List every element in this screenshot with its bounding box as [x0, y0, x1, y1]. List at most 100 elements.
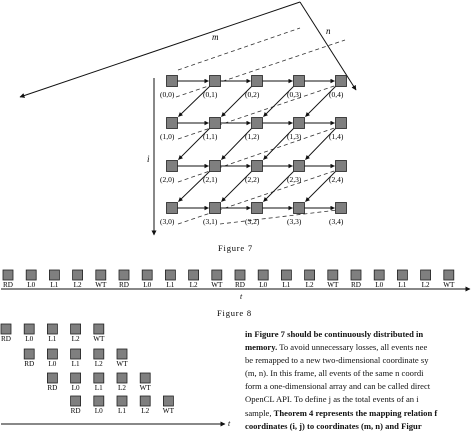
event-label: RD — [71, 407, 81, 415]
grid-node — [293, 75, 305, 87]
event-label: L1 — [50, 281, 58, 289]
event-label: L0 — [48, 360, 56, 368]
event-label: RD — [47, 384, 57, 392]
grid-arrow — [263, 171, 294, 202]
grid-arrow — [305, 128, 336, 160]
grid-arrow — [178, 128, 210, 160]
grid-node — [209, 160, 221, 172]
event-label: WT — [327, 281, 339, 289]
event-label: L1 — [72, 360, 80, 368]
dashed-guide — [177, 27, 301, 71]
dashed-guide — [177, 81, 347, 140]
event-box — [304, 269, 316, 281]
event-box — [280, 269, 292, 281]
text-line-1: in Figure 7 should be continuously distr… — [245, 329, 424, 339]
grid-node-label: (1,0) — [160, 132, 175, 141]
text-line-3: be remapped to a new two-dimensional coo… — [245, 355, 429, 366]
grid-arrow — [263, 86, 294, 117]
grid-node — [293, 160, 305, 172]
event-box — [116, 348, 128, 360]
grid-node — [166, 202, 178, 214]
event-box — [141, 269, 153, 281]
event-label: WT — [95, 281, 107, 289]
event-box — [72, 269, 83, 281]
event-box — [25, 269, 37, 281]
axis-m-arrow — [19, 1, 301, 98]
event-box — [93, 348, 105, 360]
event-box — [139, 372, 151, 384]
grid-arrow — [221, 128, 252, 160]
text-line-2-bold: memory. — [245, 342, 278, 353]
grid-node-label: (3,0) — [160, 217, 175, 226]
figure-7: m n i (0,0)(0,1)(0,2)(0,3)(0,4)(1,0)(1,1… — [19, 1, 357, 253]
event-label: L1 — [398, 281, 406, 289]
event-label: L2 — [74, 281, 82, 289]
text-line-7-pre: sample, — [245, 407, 274, 418]
grid-node — [166, 160, 178, 172]
grid-node — [251, 117, 263, 129]
grid-node-label: (0,1) — [203, 90, 218, 99]
grid-node-label: (1,2) — [245, 132, 260, 141]
event-box — [373, 269, 385, 281]
event-box — [257, 269, 269, 281]
event-box — [162, 395, 174, 407]
figure-7-caption: Figure 7 — [218, 243, 253, 253]
grid-node-label: (1,3) — [287, 132, 302, 141]
grid-node-label: (2,3) — [287, 175, 302, 184]
grid-node — [293, 117, 305, 129]
event-label: L0 — [375, 281, 383, 289]
event-label: L0 — [25, 335, 33, 343]
grid-node — [293, 202, 305, 214]
event-box — [116, 395, 128, 407]
grid-node — [335, 160, 347, 172]
grid-node-label: (2,4) — [329, 175, 344, 184]
event-box — [188, 269, 200, 281]
axis-m-label: m — [212, 32, 219, 42]
axis-n-label: n — [326, 26, 331, 36]
event-label: L2 — [95, 360, 103, 368]
grid-arrow — [263, 128, 294, 160]
event-label: L1 — [166, 281, 174, 289]
grid-node-label: (2,0) — [160, 175, 175, 184]
event-box — [396, 269, 408, 281]
event-label: L2 — [72, 335, 80, 343]
event-label: L1 — [48, 335, 56, 343]
axis-n-arrow — [299, 1, 357, 91]
event-label: L0 — [95, 407, 103, 415]
grid-arrow — [178, 86, 210, 117]
text-line-4: (m, n). In this frame, all events of the… — [245, 368, 424, 379]
grid-node — [251, 202, 263, 214]
event-label: L2 — [422, 281, 430, 289]
event-box — [0, 323, 12, 335]
grid-node — [251, 160, 263, 172]
dashed-guide — [177, 123, 347, 183]
event-box — [93, 395, 105, 407]
event-label: WT — [443, 281, 455, 289]
grid-node — [209, 117, 221, 129]
grid-node-label: (0,0) — [160, 90, 175, 99]
text-line-7-bold: Theorem 4 represents the mapping relatio… — [273, 407, 438, 418]
event-label: L2 — [190, 281, 198, 289]
event-label: RD — [235, 281, 245, 289]
event-box — [47, 372, 58, 384]
event-label: L2 — [118, 384, 126, 392]
text-line-2: To avoid unnecessary losses, all events … — [277, 342, 428, 353]
text-line-8: coordinates (i, j) to coordinates (m, n)… — [245, 420, 422, 431]
event-label: RD — [3, 281, 13, 289]
grid-node-label: (3,3) — [287, 217, 302, 226]
event-label: L2 — [306, 281, 314, 289]
axis-i-label: i — [147, 154, 150, 164]
grid-arrow — [221, 171, 252, 202]
grid-node-label: (3,1) — [203, 217, 218, 226]
event-box — [443, 269, 455, 281]
event-label: WT — [140, 384, 152, 392]
grid-node-label: (0,3) — [287, 90, 302, 99]
grid-node — [166, 75, 178, 87]
event-label: WT — [93, 335, 105, 343]
grid-node-label: (1,4) — [329, 132, 344, 141]
dashed-guide — [219, 208, 347, 225]
event-box — [47, 323, 58, 335]
